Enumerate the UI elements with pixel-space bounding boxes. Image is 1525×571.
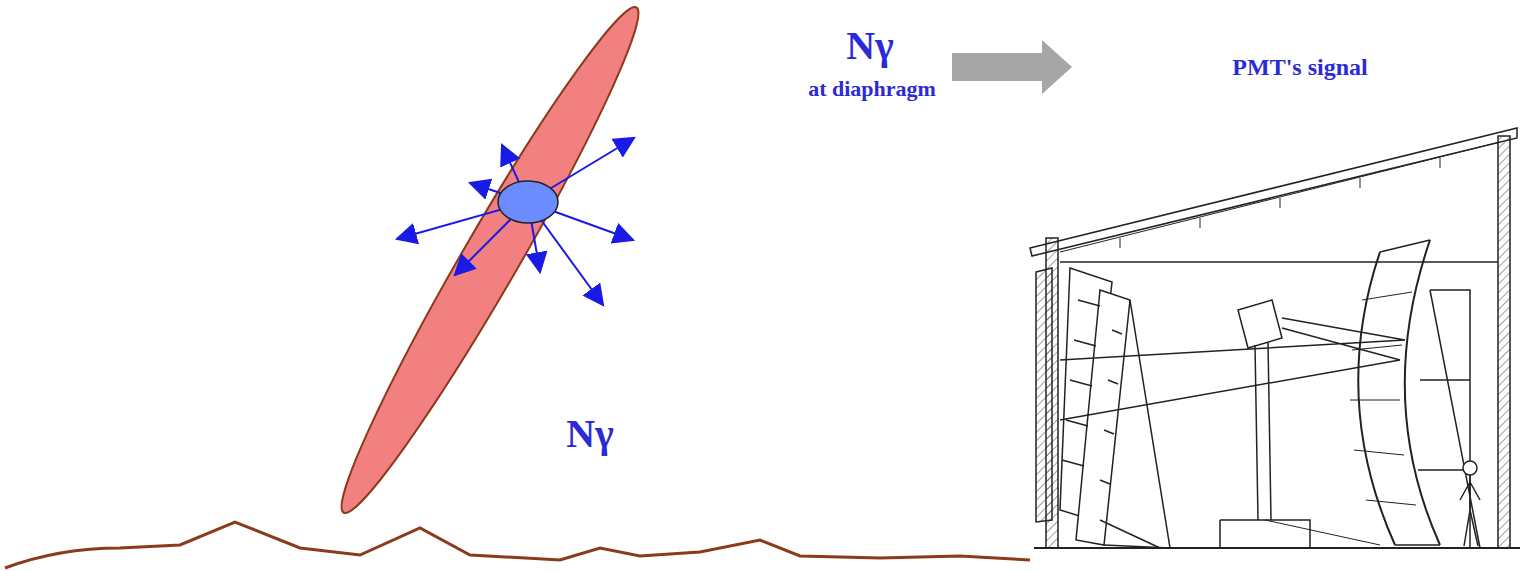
ground-line [5,522,1030,568]
flow-arrow [952,40,1072,94]
telescope-building [1030,128,1520,548]
air-shower [319,0,660,527]
location-label: at diaphragm [808,76,936,102]
emission-point [498,181,558,223]
signal-label: PMT's signal [1232,54,1367,81]
quantity-label: Nγ [566,410,614,457]
emission-arrows [397,138,634,305]
quantity-label: Nγ [846,22,894,69]
